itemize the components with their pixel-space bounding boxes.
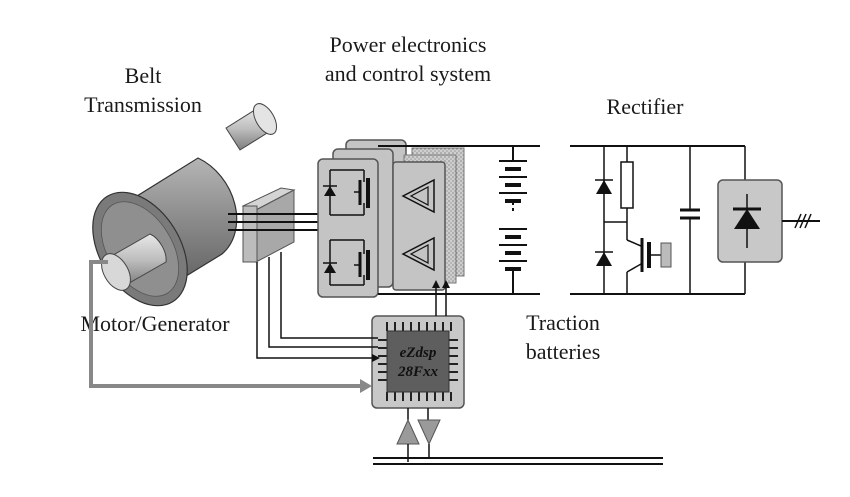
inverter-module [317,139,407,298]
chip-label-line1: eZdsp [400,345,437,361]
power-electronics-label-line2: and control system [325,61,491,86]
rectifier-bridge-block [717,179,820,263]
encoder-feedback-arrow [89,260,372,393]
motor-generator-label: Motor/Generator [80,311,230,336]
upper-driver-amplifier-icon [401,178,435,214]
three-phase-wires [228,213,318,231]
belt-transmission-label-line1: Belt [125,63,162,88]
can-bus-transceiver [373,408,663,465]
gate-driver-module [392,147,465,291]
control-signal-lines [256,252,450,362]
belt-transmission-label-line2: Transmission [84,92,202,117]
motor-generator [92,103,278,307]
chip-label-line2: 28Fxx [397,364,439,380]
power-electronics-label-line1: Power electronics [330,32,487,57]
traction-batteries-label-line1: Traction [526,310,600,335]
lower-igbt-switch [323,239,370,286]
rectifier-circuit [595,146,746,294]
upper-igbt-switch [323,169,370,216]
lower-driver-amplifier-icon [401,236,435,272]
rectifier-label: Rectifier [607,94,685,119]
traction-battery-stack [499,146,527,294]
ezdsp-controller-chip: eZdsp 28Fxx [371,315,465,409]
current-sensor-module [241,187,296,263]
traction-batteries-label-line2: batteries [526,339,601,364]
